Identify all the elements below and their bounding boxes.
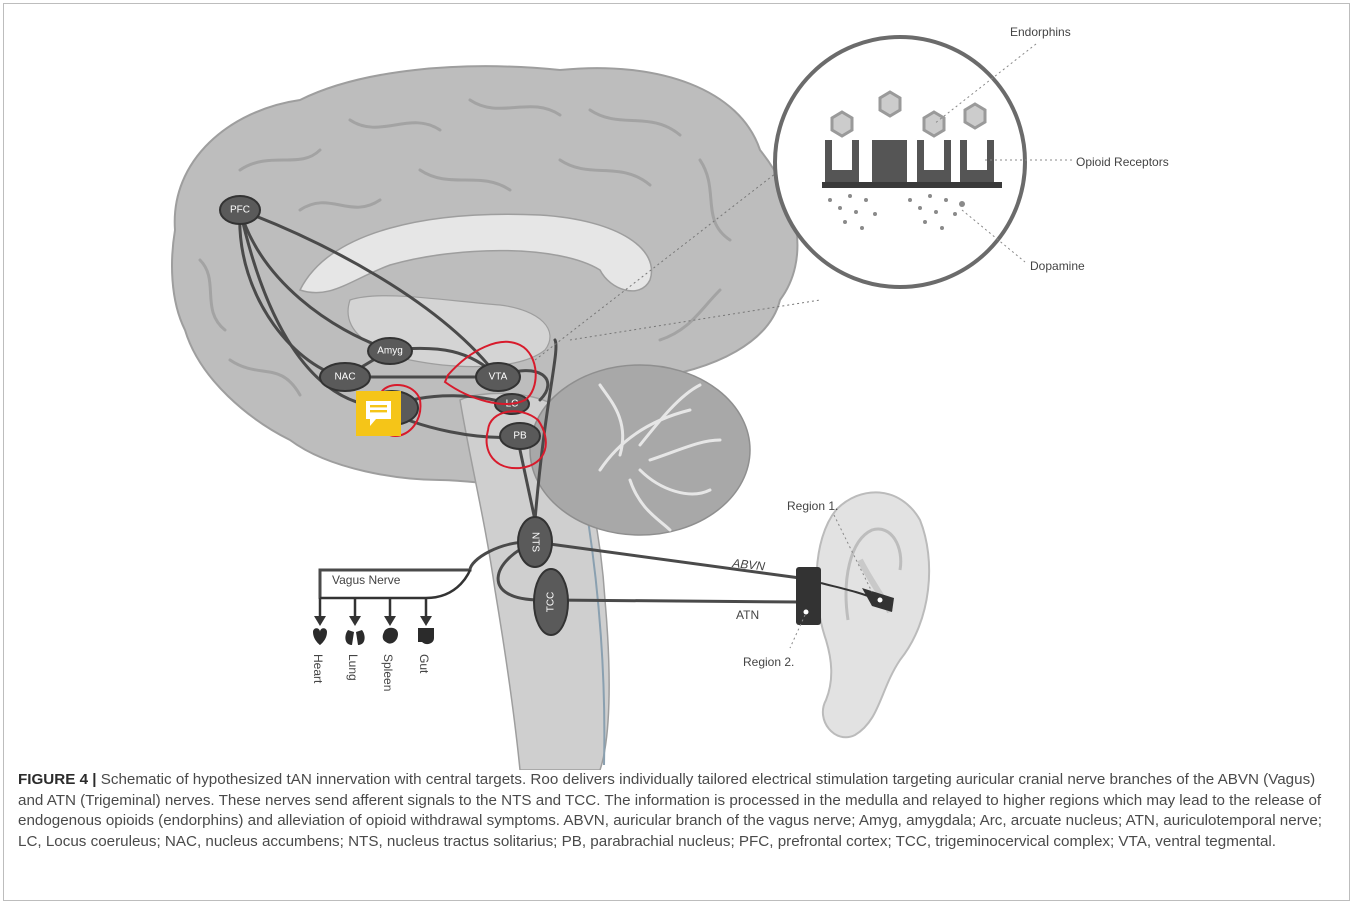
node-amyg: Amyg	[368, 338, 412, 364]
vagus-nerve-label: Vagus Nerve	[332, 573, 401, 587]
node-nac-label: NAC	[334, 372, 355, 383]
organ-label-heart: Heart	[311, 654, 325, 684]
atn-label: ATN	[736, 608, 759, 622]
organ-label-gut: Gut	[417, 654, 431, 674]
brain-schematic-figure: Vagus Nerve Heart Lung Spleen Gut PFC Am…	[0, 0, 1354, 770]
opioid-receptors-label: Opioid Receptors	[1076, 155, 1169, 169]
node-nts-label: NTS	[529, 532, 540, 552]
vagus-arrowheads	[314, 616, 432, 626]
lung-icon	[345, 630, 364, 645]
region2-label: Region 2.	[743, 655, 794, 669]
node-vta-label: VTA	[489, 372, 508, 383]
spleen-icon	[383, 628, 398, 644]
figure-caption-text: Schematic of hypothesized tAN innervatio…	[18, 771, 1322, 850]
dopamine-label: Dopamine	[1030, 259, 1085, 273]
endorphins-label: Endorphins	[1010, 25, 1071, 39]
organ-label-spleen: Spleen	[381, 654, 395, 691]
figure-caption-label: FIGURE 4 |	[18, 771, 97, 788]
node-nac: NAC	[320, 363, 370, 391]
organ-label-lung: Lung	[346, 654, 360, 681]
gut-icon	[418, 628, 434, 644]
node-tcc-label: TCC	[546, 592, 557, 613]
receptor-inset	[775, 37, 1025, 287]
region1-label: Region 1.	[787, 499, 838, 513]
node-pfc-label: PFC	[230, 205, 250, 216]
ear	[817, 492, 930, 737]
node-tcc: TCC	[534, 569, 568, 635]
organ-labels: Heart Lung Spleen Gut	[311, 654, 431, 691]
membrane-bar	[822, 182, 1002, 188]
node-pb-label: PB	[513, 431, 527, 442]
heart-icon	[313, 628, 327, 645]
node-vta: VTA	[476, 363, 520, 391]
figure-caption: FIGURE 4 | Schematic of hypothesized tAN…	[18, 770, 1338, 852]
organ-icons	[313, 628, 434, 645]
node-pfc: PFC	[220, 196, 260, 224]
node-amyg-label: Amyg	[377, 346, 403, 357]
node-pb: PB	[500, 423, 540, 449]
cerebellum	[530, 365, 750, 535]
comment-note-icon[interactable]	[356, 391, 401, 436]
node-nts: NTS	[518, 517, 552, 567]
